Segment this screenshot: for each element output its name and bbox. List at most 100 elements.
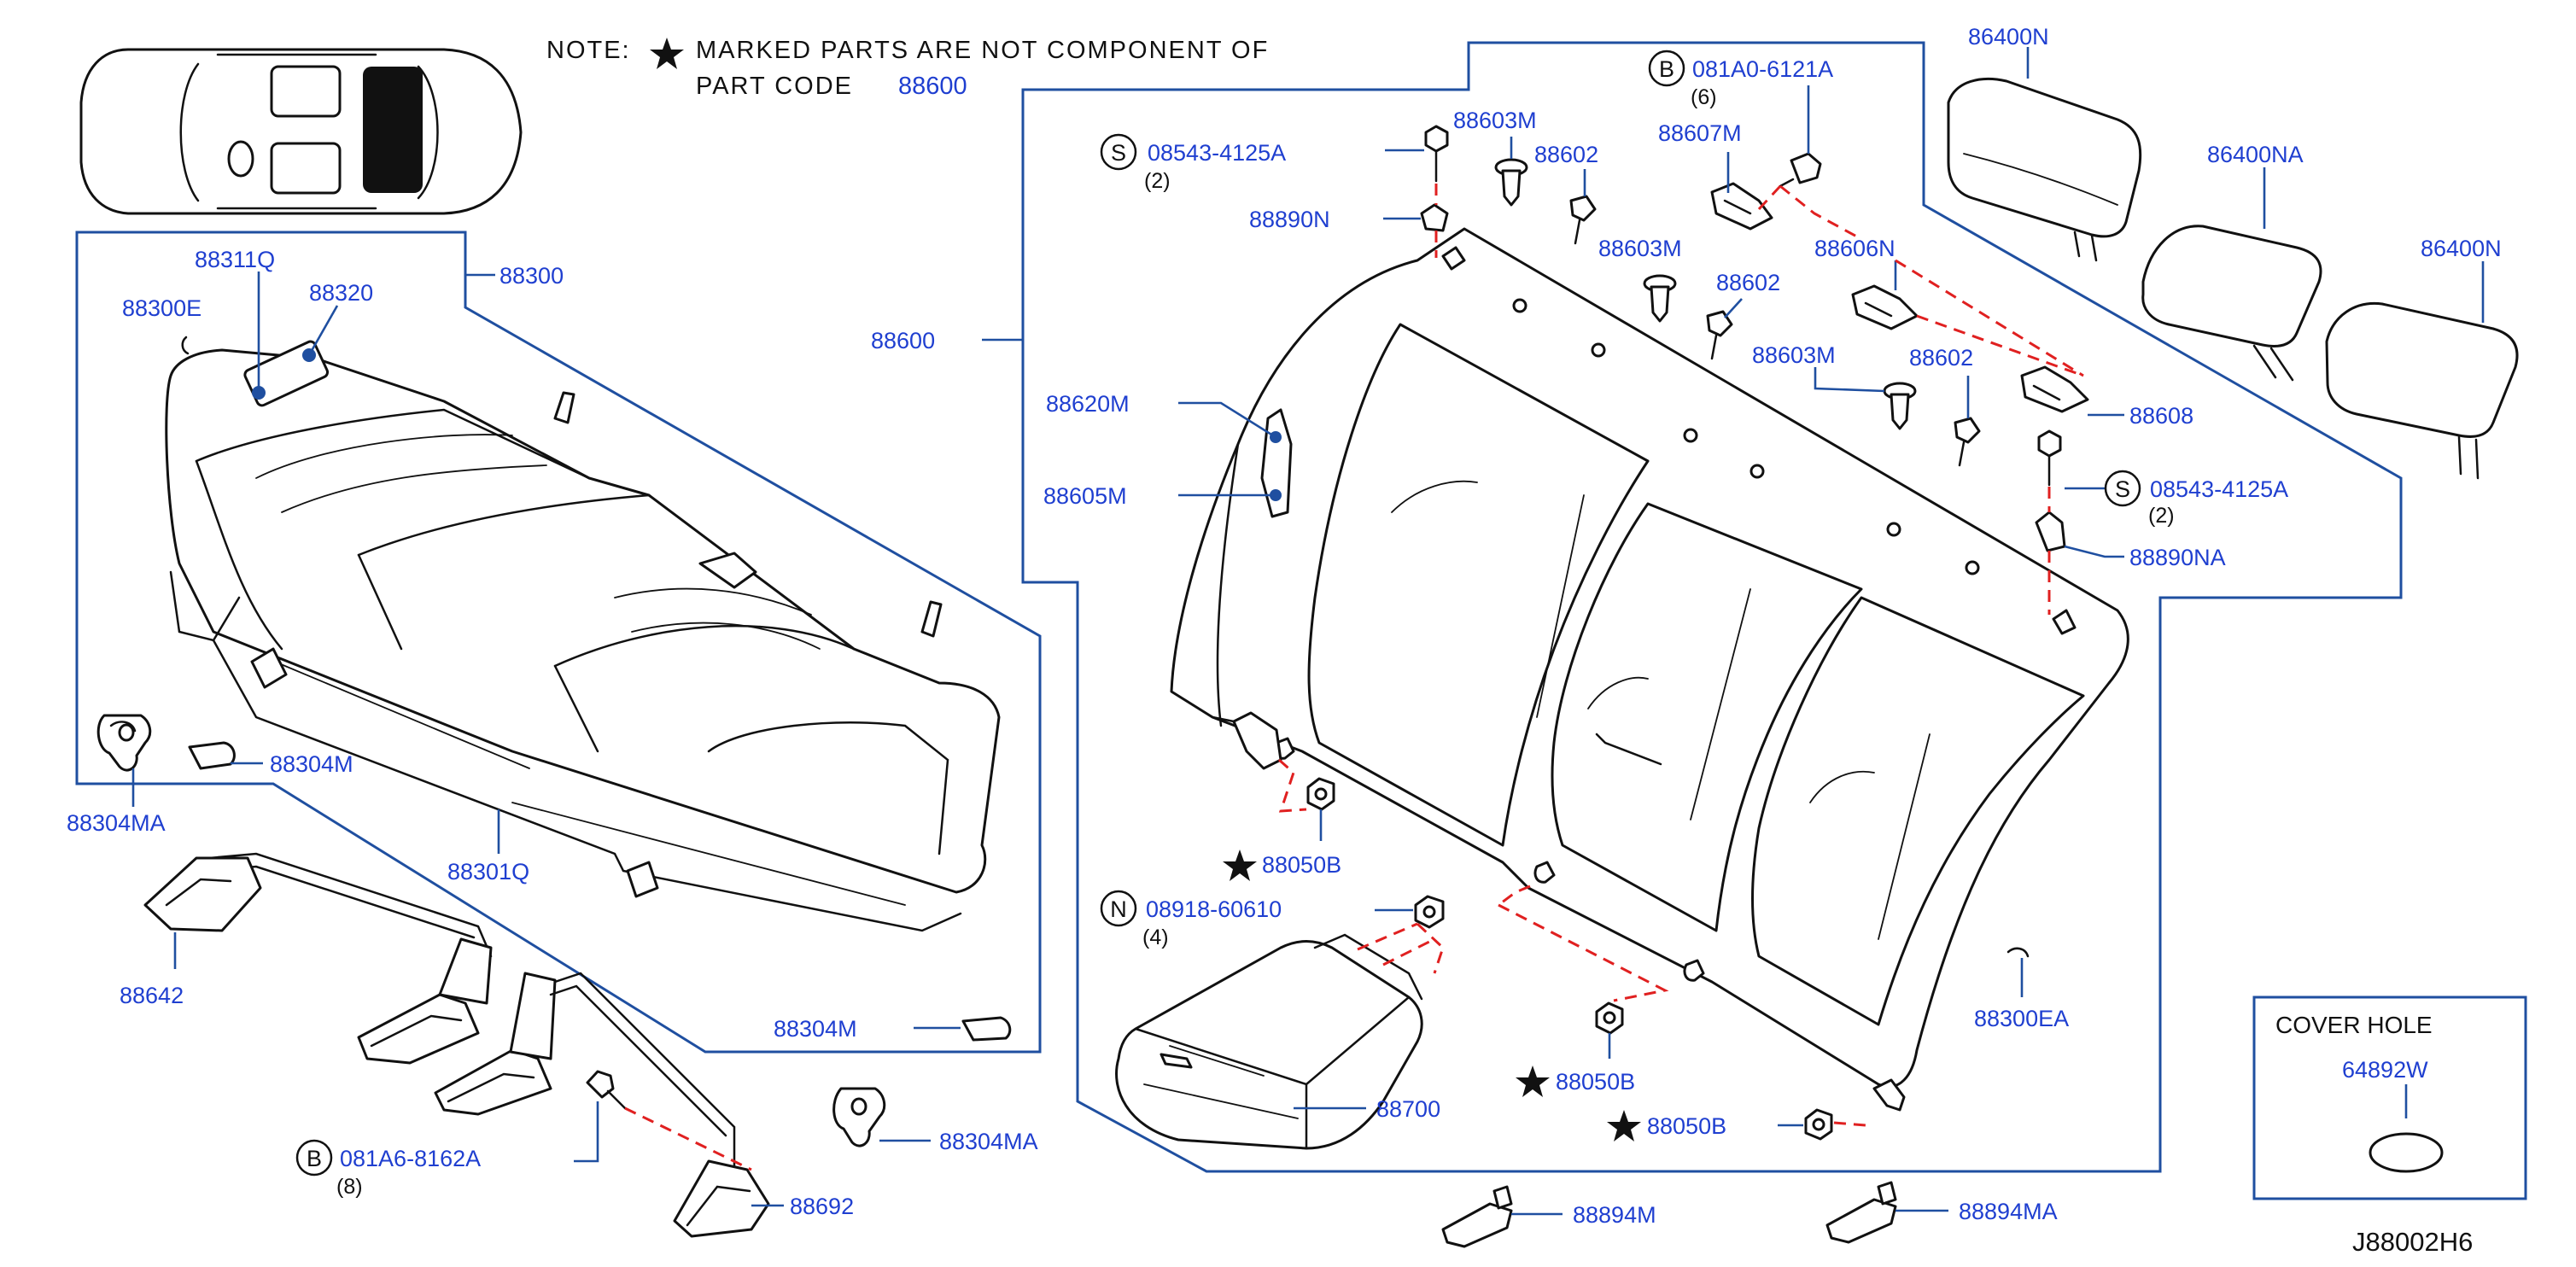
label-88050B-a: 88050B: [1262, 852, 1341, 878]
bracket-88608: [2020, 365, 2089, 413]
clip-88603M-b: [1643, 274, 1677, 323]
label-88300E: 88300E: [122, 295, 202, 321]
label-88600: 88600: [871, 328, 935, 353]
label-88602-a: 88602: [1534, 142, 1598, 167]
clip-88603M-a: [1494, 158, 1528, 207]
label-88603M-a: 88603M: [1453, 108, 1537, 133]
clip-88602-c: [1954, 417, 1981, 467]
qty-081A6: (8): [336, 1175, 363, 1199]
screw-symbol-08543-a-text: S: [1111, 140, 1126, 166]
star-icon: [1223, 850, 1257, 881]
headrest-86400N-right: [2325, 301, 2519, 480]
bolt-symbol-081A6-text: B: [307, 1146, 322, 1171]
label-88603M-c: 88603M: [1752, 342, 1836, 368]
cap-88304M-bottom: [961, 1016, 1012, 1042]
note-prefix: NOTE:: [546, 37, 631, 64]
star-icon: [650, 38, 684, 69]
clip-88602-b: [1706, 310, 1733, 360]
label-88700: 88700: [1376, 1096, 1440, 1122]
label-88304M-bottom: 88304M: [774, 1016, 857, 1042]
nut-88050B-a: [1306, 777, 1335, 811]
note-part-code: 88600: [898, 73, 967, 100]
rear-seat-highlight: [363, 67, 423, 193]
label-88300: 88300: [499, 263, 564, 289]
label-88890NA: 88890NA: [2129, 545, 2226, 570]
label-88608: 88608: [2129, 403, 2193, 429]
label-88050B-c: 88050B: [1647, 1113, 1726, 1139]
label-88301Q: 88301Q: [447, 859, 529, 885]
label-88894MA: 88894MA: [1959, 1199, 2058, 1224]
label-88642: 88642: [120, 983, 184, 1008]
car-location-icon: [79, 48, 523, 215]
clip-88890N: [1420, 203, 1449, 232]
label-86400N-right: 86400N: [2421, 236, 2502, 261]
nut-88050B-c: [1804, 1108, 1833, 1141]
label-88620M: 88620M: [1046, 391, 1130, 417]
seat-cushion-illustration: [165, 336, 1001, 932]
headrest-86400NA: [2141, 225, 2322, 382]
cover-hole-title: COVER HOLE: [2275, 1012, 2433, 1038]
frame-88642: [143, 852, 770, 1238]
bracket-88607M: [1710, 182, 1773, 231]
label-88304MA-bottom: 88304MA: [939, 1129, 1038, 1154]
qty-081A0: (6): [1691, 85, 1717, 109]
star-icon: [1607, 1110, 1641, 1141]
label-86400N-top: 86400N: [1968, 24, 2049, 50]
bracket-88606N: [1851, 284, 1919, 330]
screw-08543-b: [2037, 429, 2062, 487]
group-box-88600: [1021, 41, 2403, 1173]
label-88607M: 88607M: [1658, 120, 1742, 146]
cap-88304M-top: [188, 741, 236, 770]
label-88602-b: 88602: [1716, 270, 1780, 295]
note-line1: MARKED PARTS ARE NOT COMPONENT OF: [696, 37, 1269, 64]
screw-08543-a: [1424, 125, 1449, 183]
star-icon: [1516, 1066, 1550, 1097]
label-88606N: 88606N: [1814, 236, 1895, 261]
seat-back-illustration: [1170, 227, 2129, 1112]
armrest-88700: [1115, 933, 1423, 1150]
bolt-081A0: [1779, 152, 1822, 188]
nut-88050B-b: [1595, 1001, 1624, 1035]
label-88050B-b: 88050B: [1556, 1069, 1635, 1095]
qty-08918: (4): [1142, 925, 1169, 949]
bolt-081A6: [586, 1070, 627, 1110]
nut-08918: [1414, 895, 1445, 929]
clip-88602-a: [1569, 195, 1597, 245]
screw-symbol-08543-b: [2104, 470, 2141, 507]
label-88304MA-left: 88304MA: [67, 810, 166, 836]
screw-symbol-08543-a: [1100, 133, 1137, 171]
label-88894M: 88894M: [1573, 1202, 1656, 1228]
label-081A0-6121A: 081A0-6121A: [1692, 56, 1833, 82]
clip-88894MA: [1825, 1181, 1897, 1244]
label-88304M-top: 88304M: [270, 751, 353, 777]
clip-88890NA: [2035, 511, 2066, 552]
label-88320: 88320: [309, 280, 373, 306]
cover-hole-plug: [2369, 1132, 2444, 1173]
qty-08543-a: (2): [1144, 169, 1171, 193]
clip-88304MA-left: [96, 714, 152, 772]
bolt-symbol-081A0: [1648, 50, 1685, 87]
note-line2: PART CODE: [696, 73, 853, 100]
qty-08543-b: (2): [2148, 504, 2175, 528]
screw-symbol-08543-b-text: S: [2115, 476, 2130, 502]
clip-88894M: [1441, 1185, 1513, 1248]
label-88605M: 88605M: [1043, 483, 1127, 509]
label-08543-4125A-b: 08543-4125A: [2150, 476, 2288, 502]
label-88692: 88692: [790, 1194, 854, 1219]
bolt-symbol-081A0-text: B: [1659, 56, 1674, 82]
label-08918-60610: 08918-60610: [1146, 896, 1282, 922]
cover-hole-box: COVER HOLE 64892W: [2252, 996, 2527, 1200]
nut-symbol-08918: [1100, 890, 1137, 927]
clip-88603M-c: [1883, 382, 1917, 430]
drawing-code: J88002H6: [2352, 1227, 2473, 1257]
label-88311Q: 88311Q: [195, 247, 275, 272]
label-081A6-8162A: 081A6-8162A: [340, 1146, 481, 1171]
clip-88304MA-bottom: [832, 1087, 886, 1147]
group-box-88300: [75, 231, 1042, 1054]
label-86400NA: 86400NA: [2207, 142, 2304, 167]
headrest-86400N-top: [1947, 78, 2142, 262]
note: NOTE: MARKED PARTS ARE NOT COMPONENT OF …: [546, 37, 1269, 100]
label-88300EA: 88300EA: [1974, 1006, 2069, 1031]
nut-symbol-08918-text: N: [1110, 896, 1127, 922]
